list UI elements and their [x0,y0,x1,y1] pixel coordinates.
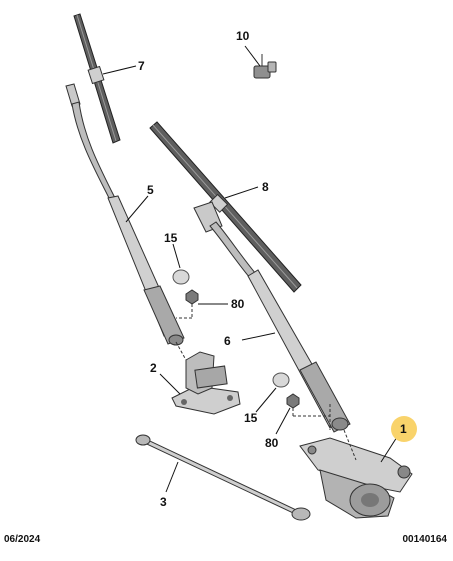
part-15-cap-lower[interactable] [272,372,290,388]
callout-8: 8 [262,180,269,194]
callout-15-upper: 15 [164,231,178,245]
callout-80-lower: 80 [265,436,279,450]
highlight-marker [391,416,417,442]
callout-6: 6 [224,334,231,348]
part-8-wiper-blade[interactable] [149,121,302,293]
part-2-pivot-bracket[interactable] [171,341,241,415]
callout-15-lower: 15 [244,411,258,425]
footer-reference: 00140164 [402,534,448,545]
callout-7: 7 [138,59,145,73]
footer-date: 06/2024 [4,534,41,545]
part-3-linkage-rod[interactable] [135,434,311,521]
leader-lines [102,45,398,493]
callout-1: 1 [400,422,407,436]
callout-5: 5 [147,183,154,197]
callout-2: 2 [150,361,157,375]
part-6-wiper-arm[interactable] [193,201,351,433]
callout-80-upper: 80 [231,297,245,311]
callout-10: 10 [236,29,250,43]
part-80-nut-lower[interactable] [286,393,331,430]
part-1-wiper-motor[interactable] [299,429,413,519]
part-80-nut-upper[interactable] [176,289,199,319]
part-15-cap-upper[interactable] [172,269,190,285]
part-5-wiper-arm[interactable] [65,83,185,346]
part-7-wiper-blade[interactable] [73,13,121,144]
callout-3: 3 [160,495,167,509]
part-10-connector[interactable] [253,54,277,79]
